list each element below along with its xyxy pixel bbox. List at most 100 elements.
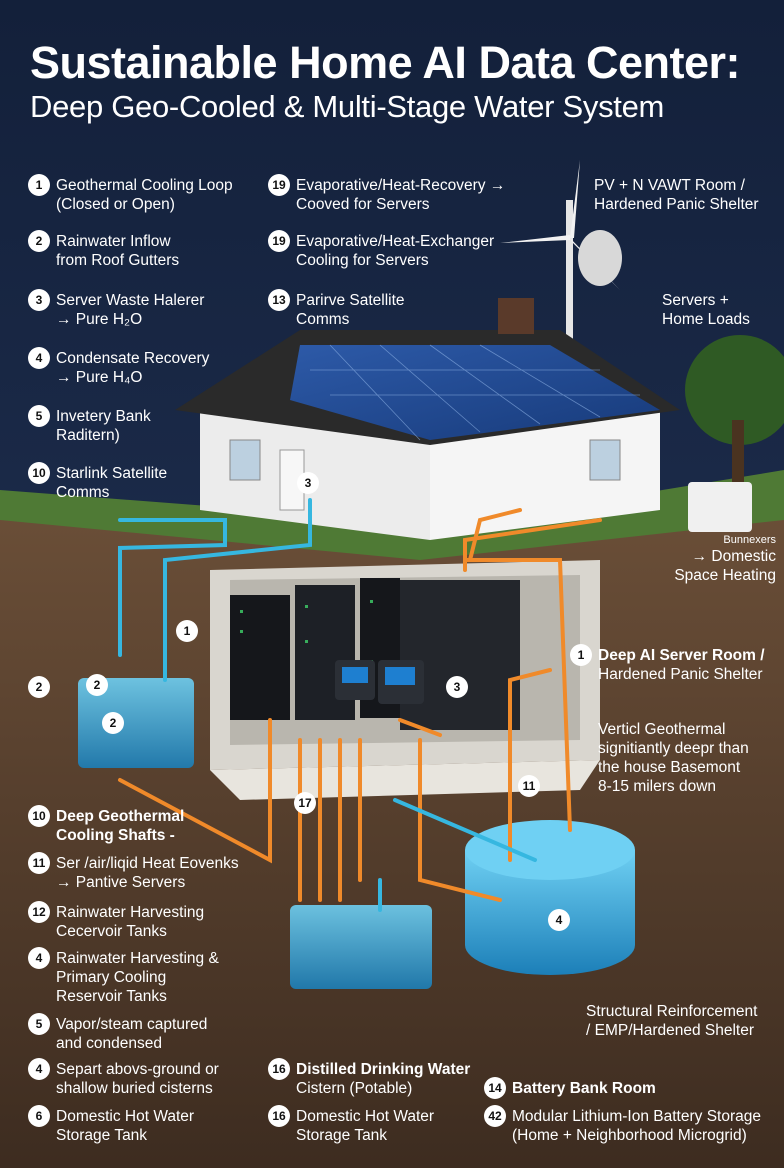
map-badge: 2 xyxy=(86,674,108,696)
callout-number: 13 xyxy=(268,289,290,311)
label-line: PV + N VAWT Room / xyxy=(594,177,745,194)
radiator xyxy=(688,482,752,532)
callout-line: Server Waste Halerer xyxy=(56,292,205,309)
callout-line: Vapor/steam captured xyxy=(56,1016,208,1033)
callout-line: Evaporative/Heat-Recovery → xyxy=(296,177,506,194)
callout-line: Reservoir Tanks xyxy=(56,988,167,1005)
callout-line: Deep AI Server Room / xyxy=(598,647,765,664)
callout-line: Evaporative/Heat-Exchanger xyxy=(296,233,495,250)
callout-number: 19 xyxy=(268,174,290,196)
label-line: signitiantly deepr than xyxy=(598,740,749,757)
callout-line: Storage Tank xyxy=(296,1127,388,1144)
map-badge: 1 xyxy=(176,620,198,642)
callout-number: 12 xyxy=(28,901,50,923)
pv-vawt-label: PV + N VAWT Room / Hardened Panic Shelte… xyxy=(594,176,759,214)
callout-line: Hardened Panic Shelter xyxy=(598,666,763,683)
callout-number: 16 xyxy=(268,1058,290,1080)
callout-line: → Pure H₄O xyxy=(56,369,143,386)
callout-line: Parirve Satellite xyxy=(296,292,405,309)
cold-pipes xyxy=(118,498,537,912)
callout-line: (Closed or Open) xyxy=(56,196,175,213)
callout-number: 3 xyxy=(28,289,50,311)
callout-number: 10 xyxy=(28,805,50,827)
callout-number: 4 xyxy=(28,1058,50,1080)
label-line: the house Basemont xyxy=(598,759,741,776)
callout-number: 11 xyxy=(28,852,50,874)
callout-line: (Home + Neighborhood Microgrid) xyxy=(512,1127,747,1144)
map-badge: 4 xyxy=(548,909,570,931)
page-subtitle: Deep Geo-Cooled & Multi-Stage Water Syst… xyxy=(30,89,665,124)
server-racks xyxy=(230,578,520,730)
callout-line: Separt abovs-ground or xyxy=(56,1061,219,1078)
hot-pipes xyxy=(118,508,602,902)
callout-line: Cooling Shafts - xyxy=(56,827,175,844)
callout-line: Deep Geothermal xyxy=(56,808,185,825)
callout-line: Rainwater Harvesting xyxy=(56,904,205,921)
label-line: Space Heating xyxy=(674,567,776,584)
map-badge: 11 xyxy=(518,775,540,797)
callout-line: Rainwater Harvesting & xyxy=(56,950,219,967)
callout-line: Starlink Satellite xyxy=(56,465,168,482)
map-badge: 2 xyxy=(102,712,124,734)
callout-line: Raditern) xyxy=(56,427,120,444)
callout-battery-storage: 42 Modular Lithium-Ion Battery Storage (H… xyxy=(484,1105,761,1145)
callout-line: Primary Cooling xyxy=(56,969,167,986)
callout-evaporative-recovery: 19 Evaporative/Heat-Recovery → Cooved for… xyxy=(268,174,506,214)
callout-line: → Pure H₂O xyxy=(56,311,143,328)
callout-line: Condensate Recovery xyxy=(56,350,210,367)
callout-line: Ser /air/liqid Heat Eovenks xyxy=(56,855,239,872)
callout-line: Modular Lithium-Ion Battery Storage xyxy=(512,1108,761,1125)
map-badge: 3 xyxy=(446,676,468,698)
turbine-mast xyxy=(566,200,573,350)
structural-reinforcement-label: Structural Reinforcement / EMP/Hardened … xyxy=(586,1002,757,1040)
callout-line: and condensed xyxy=(56,1035,163,1052)
callout-geothermal-loop: 1 Geothermal Cooling Loop(Closed or Open… xyxy=(28,174,233,214)
callout-line: Storage Tank xyxy=(56,1127,148,1144)
callout-line: Cooved for Servers xyxy=(296,196,430,213)
callout-battery-room: 14 Battery Bank Room xyxy=(484,1077,656,1099)
distilled-tank xyxy=(290,905,432,989)
space-heating-label: Bunnexers → Domestic Space Heating xyxy=(650,534,776,585)
callout-number: 5 xyxy=(28,1013,50,1035)
callout-heat-exchange: 11 Ser /air/liqid Heat Eovenks → Pantive … xyxy=(28,852,239,892)
callout-number: 4 xyxy=(28,347,50,369)
label-line: Servers + xyxy=(662,292,729,309)
callout-number: 4 xyxy=(28,947,50,969)
label-line: Bunnexers xyxy=(723,534,776,546)
tree-trunk xyxy=(732,420,744,490)
label-line: / EMP/Hardened Shelter xyxy=(586,1022,755,1039)
callout-line: → Pantive Servers xyxy=(56,874,186,891)
callout-line: Battery Bank Room xyxy=(512,1080,656,1097)
callout-number: 16 xyxy=(268,1105,290,1127)
callout-line: Cooling for Servers xyxy=(296,252,429,269)
callout-line: Distilled Drinking Water xyxy=(296,1061,471,1078)
callout-number: 42 xyxy=(484,1105,506,1127)
label-line: → Domestic xyxy=(691,548,776,565)
label-line: Structural Reinforcement xyxy=(586,1003,758,1020)
label-line: Hardened Panic Shelter xyxy=(594,196,759,213)
rainwater-tank-left xyxy=(78,678,194,768)
callout-number: 5 xyxy=(28,405,50,427)
label-line: Home Loads xyxy=(662,311,750,328)
callout-number: 10 xyxy=(28,462,50,484)
callout-line: Cecervoir Tanks xyxy=(56,923,167,940)
label-line: 8-15 milers down xyxy=(598,778,717,795)
callout-line: Cistern (Potable) xyxy=(296,1080,413,1097)
callout-line: Rainwater Inflow xyxy=(56,233,171,250)
callout-number: 14 xyxy=(484,1077,506,1099)
map-badge: 3 xyxy=(297,472,319,494)
map-badge: 17 xyxy=(294,792,316,814)
callout-number: 6 xyxy=(28,1105,50,1127)
solar-panels xyxy=(290,345,660,440)
callout-line: Comms xyxy=(56,484,110,501)
